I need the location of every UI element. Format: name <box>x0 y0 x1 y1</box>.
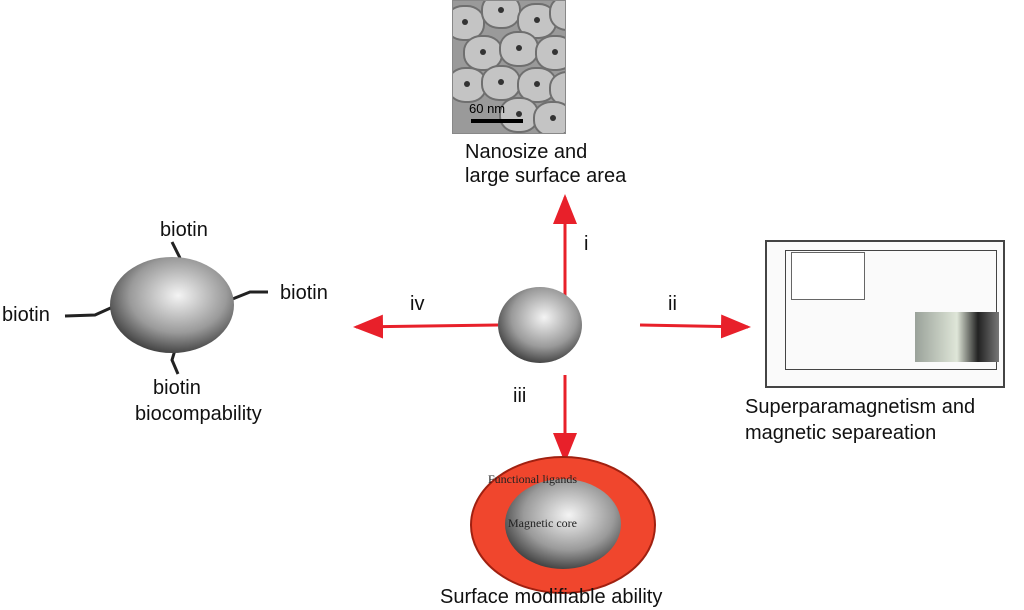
functionalized-particle <box>470 456 656 594</box>
tem-micrograph: 60 nm <box>452 0 566 134</box>
arrow-label-ii: ii <box>668 293 677 315</box>
caption-superparamagnetism-1: Superparamagnetism and <box>745 396 976 418</box>
biotin-label-bottom: biotin <box>153 377 201 399</box>
arrow-left <box>353 314 499 339</box>
arrow-label-iii: iii <box>513 385 527 407</box>
biotin-nanoparticle <box>64 241 268 375</box>
scale-bar <box>471 119 523 123</box>
magnetization-plot-thumbnail <box>765 240 1005 388</box>
biotin-label-top: biotin <box>160 219 208 241</box>
caption-surface-modifiable: Surface modifiable ability <box>440 586 663 608</box>
caption-superparamagnetism-2: magnetic separeation <box>745 422 937 444</box>
arrow-right <box>639 314 751 339</box>
functional-ligands-label: Functional ligands <box>488 472 577 486</box>
biotin-label-left: biotin <box>2 304 50 326</box>
center-nanoparticle <box>498 287 582 363</box>
arrow-label-i: i <box>584 233 589 255</box>
caption-nanosize-2: large surface area <box>465 165 627 187</box>
scale-bar-label: 60 nm <box>469 101 506 116</box>
arrow-label-iv: iv <box>410 293 425 315</box>
magnetic-core-label: Magnetic core <box>508 516 577 530</box>
biotin-label-right: biotin <box>280 282 328 304</box>
caption-nanosize-1: Nanosize and <box>465 141 588 163</box>
caption-biocompability: biocompability <box>135 403 262 425</box>
